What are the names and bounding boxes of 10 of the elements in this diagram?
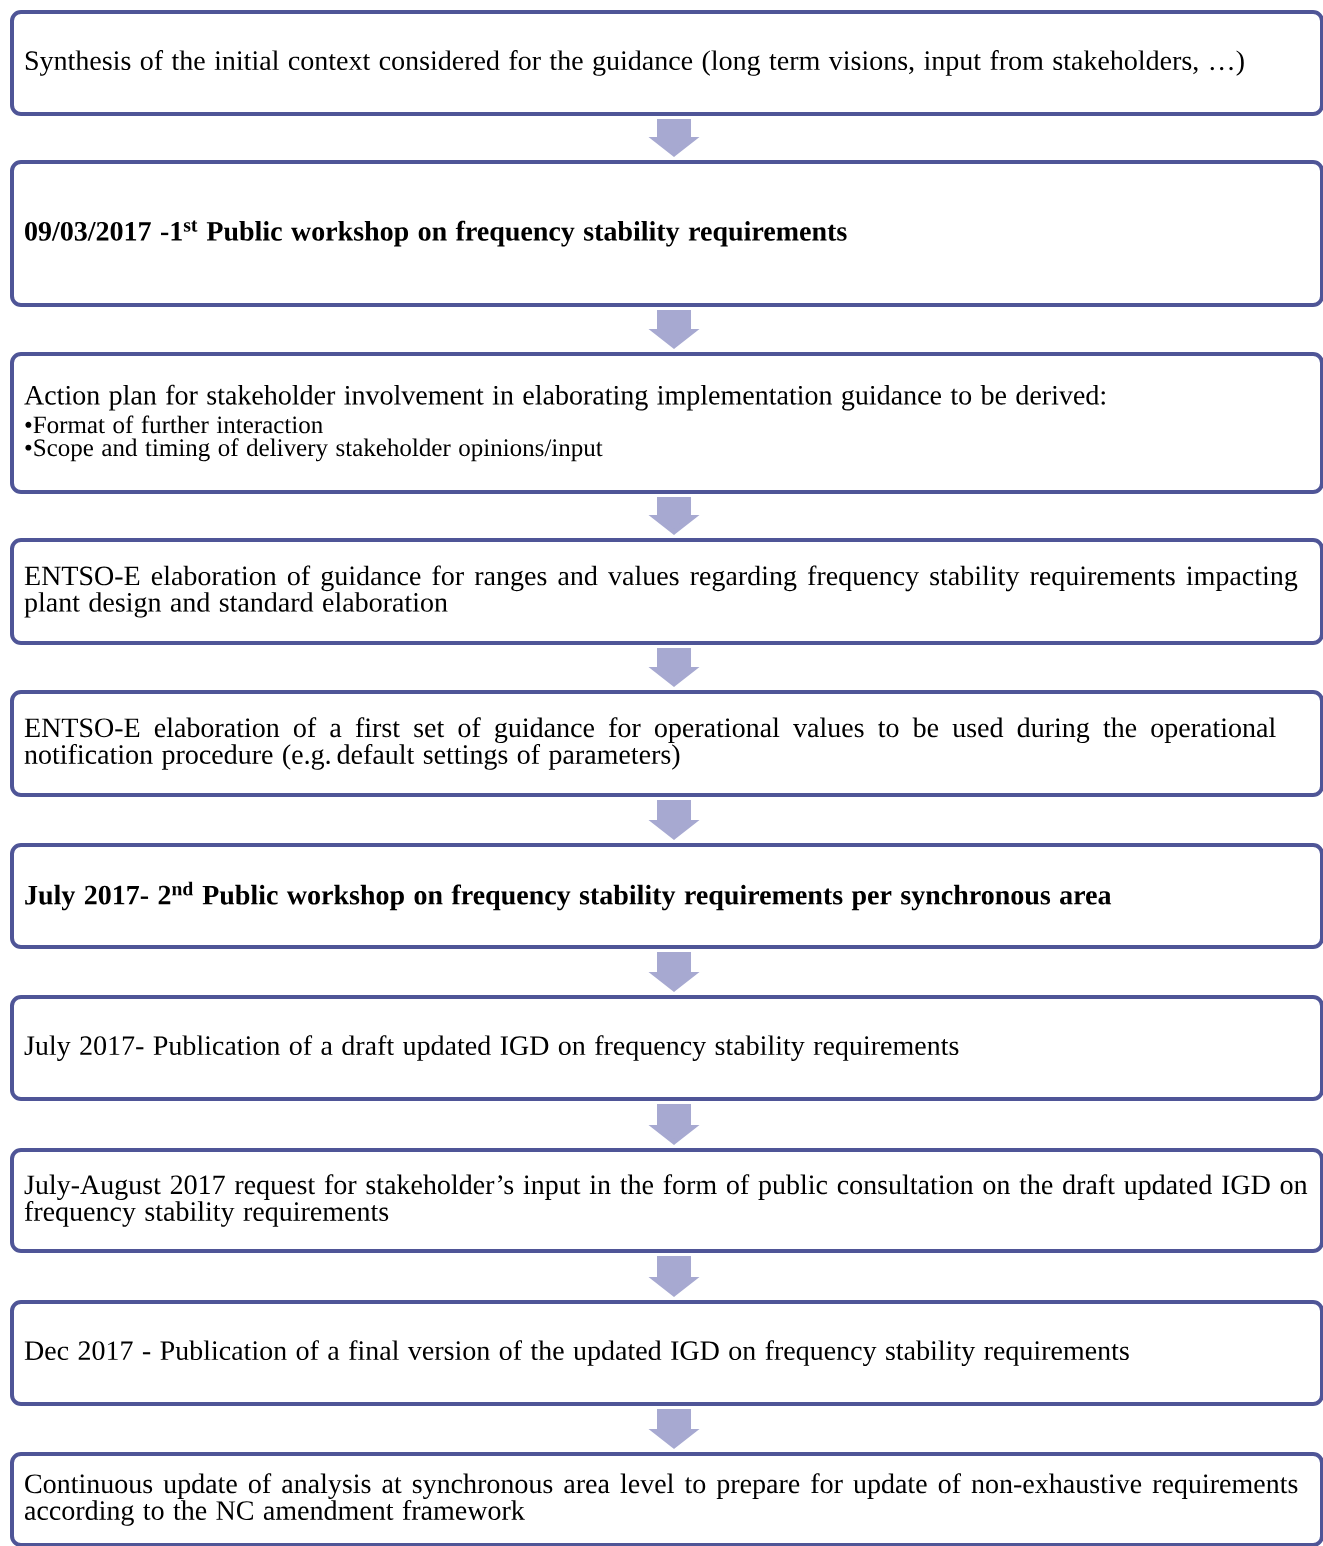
process-box: July 2017- 2$^{nd}$ Public workshop on frequency stability requirements per synchronous area xyxy=(10,843,1323,949)
process-box: ENTSO-E elaboration of a first set of guidance for operational values to be used during the operational notification procedure (e.g. default settings of parameters) xyxy=(10,690,1323,797)
process-box: Action plan for stakeholder involvement in elaborating implementation guidance to be derived: •Format of further interaction •Scope and timing of delivery stakeholder opinions/input xyxy=(10,352,1323,494)
process-box: July 2017- Publication of a draft updated IGD on frequency stability requirements xyxy=(10,995,1323,1101)
process-box: 09/03/2017 -1$^{st}$ Public workshop on frequency stability requirements xyxy=(10,160,1323,307)
process-box: July-August 2017 request for stakeholder’s input in the form of public consultation on the draft updated IGD on frequency stability requirements xyxy=(10,1148,1323,1253)
process-box: Synthesis of the initial context considered for the guidance (long term visions, input from stakeholders, …) xyxy=(10,10,1323,116)
process-box: ENTSO-E elaboration of guidance for ranges and values regarding frequency stability requirements impacting plant design and standard elaboration xyxy=(10,538,1323,645)
process-box: Continuous update of analysis at synchronous area level to prepare for update of non-exhaustive requirements according to the NC amendment framework xyxy=(10,1452,1323,1546)
process-box: Dec 2017 - Publication of a final version of the updated IGD on frequency stability requirements xyxy=(10,1300,1323,1406)
